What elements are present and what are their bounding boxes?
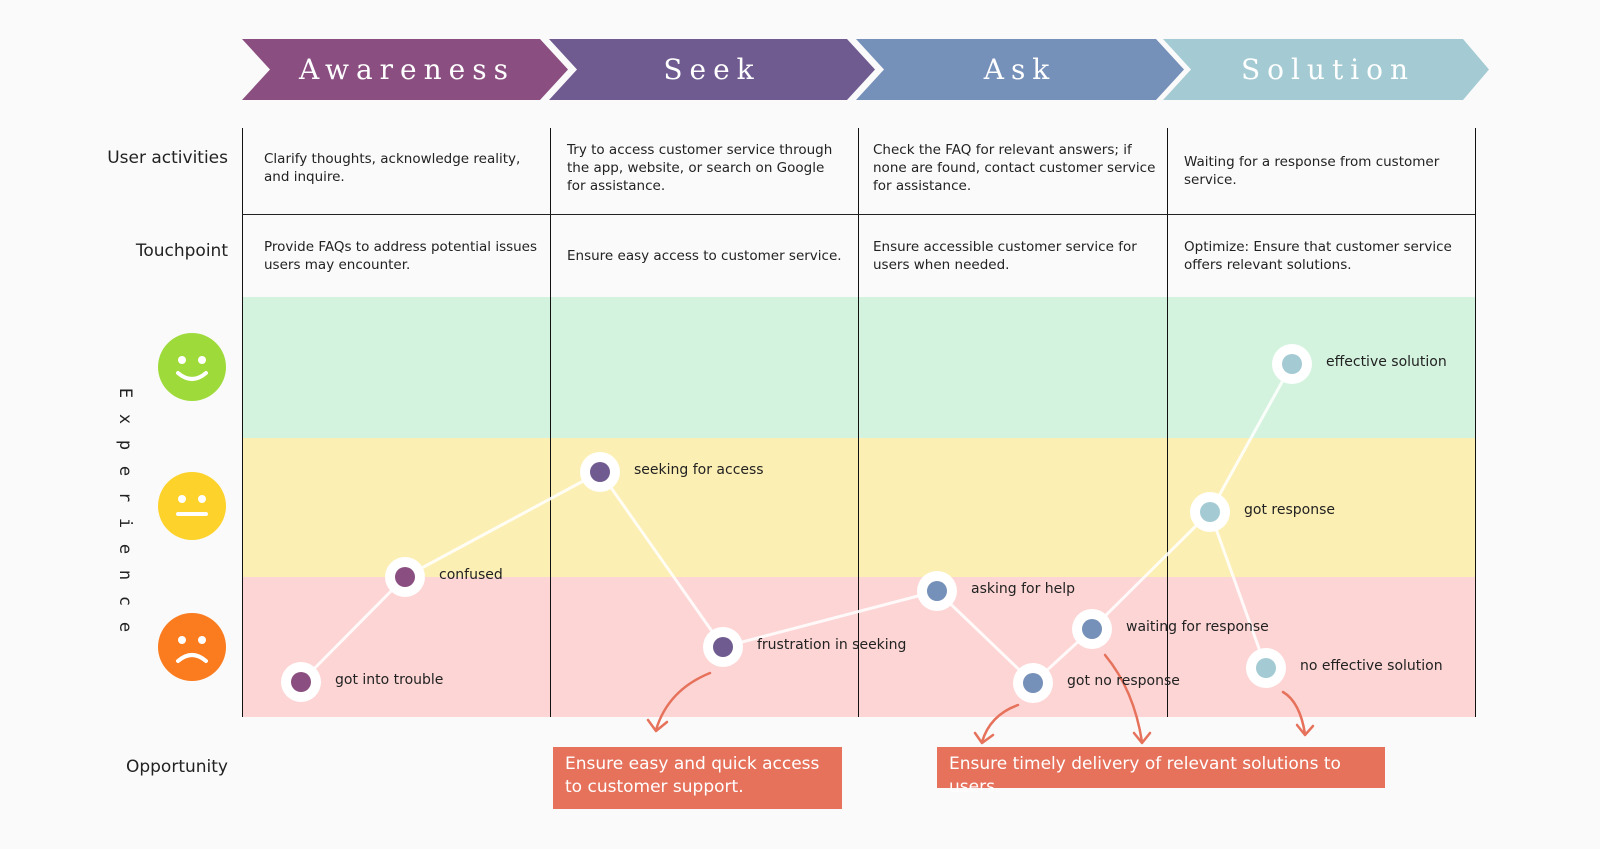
journey-point: [1256, 658, 1276, 678]
journey-point-label: got response: [1244, 502, 1335, 518]
touchpoint-awareness: Provide FAQs to address potential issues…: [264, 239, 538, 273]
journey-point-label: frustration in seeking: [757, 637, 907, 653]
row-label-opportunity: Opportunity: [125, 757, 228, 777]
journey-point: [1282, 354, 1302, 374]
journey-point-label: seeking for access: [634, 462, 764, 478]
journey-point: [291, 672, 311, 692]
journey-segment: [299, 575, 407, 684]
stage-label-awareness: Awareness: [299, 53, 515, 86]
journey-point-label: waiting for response: [1126, 619, 1269, 635]
grid-divider: [1167, 128, 1168, 717]
journey-segment: [404, 470, 601, 579]
grid-divider: [550, 128, 551, 717]
journey-point-label: got into trouble: [335, 672, 444, 688]
grid-divider: [242, 214, 1475, 215]
journey-segment: [722, 589, 938, 649]
touchpoint-seek: Ensure easy access to customer service.: [567, 248, 842, 264]
opportunity-arrow-head: [1295, 723, 1315, 737]
journey-point-label: got no response: [1067, 673, 1180, 689]
journey-segment: [1208, 511, 1268, 669]
user-activity-solution: Waiting for a response from customer ser…: [1184, 154, 1440, 188]
journey-point: [1082, 619, 1102, 639]
touchpoint-ask: Ensure accessible customer service for u…: [873, 239, 1137, 273]
sad-face-icon: [158, 613, 226, 681]
journey-point: [1200, 502, 1220, 522]
journey-segment: [1208, 363, 1294, 513]
happy-face-icon: [158, 333, 226, 401]
journey-point: [590, 462, 610, 482]
opportunity-arrow-head: [973, 731, 995, 745]
touchpoint-solution: Optimize: Ensure that customer service o…: [1184, 239, 1452, 273]
opportunity-box: Ensure timely delivery of relevant solut…: [937, 747, 1385, 797]
stage-chevron-awareness: [242, 39, 568, 100]
stage-label-solution: Solution: [1240, 53, 1416, 86]
opportunity-arrow-head: [1132, 731, 1152, 745]
journey-point: [1023, 673, 1043, 693]
stage-label-ask: Ask: [983, 53, 1057, 86]
journey-point-label: effective solution: [1326, 354, 1447, 370]
user-activity-seek: Try to access customer service through t…: [567, 142, 833, 194]
opportunity-arrow: [654, 671, 712, 732]
journey-point-label: no effective solution: [1300, 658, 1443, 674]
grid-divider: [1475, 128, 1476, 717]
journey-point-label: confused: [439, 567, 503, 583]
opportunity-arrow: [1103, 653, 1144, 744]
opportunity-arrow-head: [646, 718, 669, 733]
row-label-user-activities: User activities: [107, 148, 228, 168]
journey-point: [927, 581, 947, 601]
journey-segment: [935, 589, 1035, 685]
opportunity-arrow: [1281, 690, 1307, 736]
journey-segment: [598, 471, 725, 648]
row-label-touchpoint: Touchpoint: [135, 241, 228, 261]
stage-chevron-seek: [549, 39, 875, 100]
stage-chevron-solution: [1163, 39, 1489, 100]
journey-segment: [1090, 510, 1212, 631]
stage-label-seek: Seek: [663, 53, 761, 86]
journey-point: [395, 567, 415, 587]
journey-point: [713, 637, 733, 657]
grid-divider: [858, 128, 859, 717]
grid-divider: [242, 128, 243, 717]
opportunity-box: Ensure easy and quick access to customer…: [553, 747, 842, 809]
stage-chevron-ask: [856, 39, 1184, 100]
neutral-face-icon: [158, 472, 226, 540]
journey-point-label: asking for help: [971, 581, 1076, 597]
opportunity-arrow: [980, 703, 1020, 744]
user-activity-ask: Check the FAQ for relevant answers; if n…: [873, 142, 1156, 194]
user-activity-awareness: Clarify thoughts, acknowledge reality, a…: [264, 151, 521, 185]
